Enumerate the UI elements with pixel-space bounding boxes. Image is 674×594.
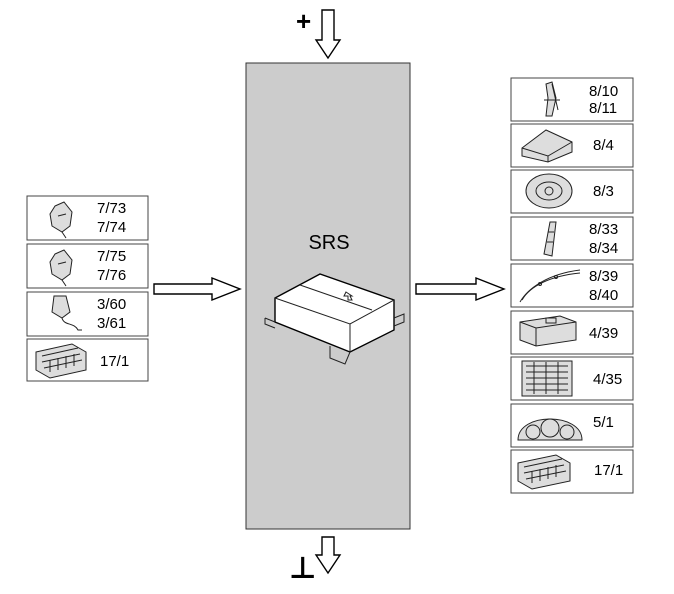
control-module-icon bbox=[519, 315, 577, 347]
seatbelt-buckle-icon bbox=[49, 249, 73, 287]
seatbelt-buckle-icon bbox=[49, 201, 73, 239]
svg-text:3/61: 3/61 bbox=[97, 315, 126, 332]
svg-text:17/1: 17/1 bbox=[594, 462, 623, 479]
output-item-9: 17/1 bbox=[510, 449, 634, 494]
output-item-5: 8/39 8/40 bbox=[510, 263, 634, 308]
instrument-cluster-icon bbox=[517, 418, 583, 441]
srs-control-unit-icon bbox=[264, 273, 405, 365]
seatbelt-buckle-switch-icon bbox=[51, 295, 82, 331]
plus-symbol: + bbox=[296, 6, 311, 36]
input-item-3: 3/60 3/61 bbox=[26, 291, 149, 337]
output-item-8: 5/1 bbox=[510, 403, 634, 448]
svg-text:3/60: 3/60 bbox=[97, 296, 126, 313]
ground-symbol: ⊥ bbox=[289, 551, 316, 586]
output-arrow bbox=[415, 276, 506, 302]
svg-text:7/75: 7/75 bbox=[97, 248, 126, 265]
svg-text:5/1: 5/1 bbox=[593, 414, 614, 431]
svg-text:8/33: 8/33 bbox=[589, 221, 618, 238]
output-item-1: 8/10 8/11 bbox=[510, 77, 634, 122]
input-item-2: 7/75 7/76 bbox=[26, 243, 149, 289]
svg-text:8/10: 8/10 bbox=[589, 83, 618, 100]
svg-text:4/35: 4/35 bbox=[593, 371, 622, 388]
power-arrow bbox=[314, 9, 342, 60]
curtain-airbag-icon bbox=[519, 269, 581, 303]
passenger-airbag-icon bbox=[521, 129, 573, 163]
input-item-1: 7/73 7/74 bbox=[26, 195, 149, 241]
belt-pretensioner-icon bbox=[544, 81, 560, 117]
output-item-4: 8/33 8/34 bbox=[510, 216, 634, 261]
output-item-6: 4/39 bbox=[510, 310, 634, 355]
svg-text:8/39: 8/39 bbox=[589, 268, 618, 285]
svg-text:8/4: 8/4 bbox=[593, 137, 614, 154]
svg-text:8/40: 8/40 bbox=[589, 287, 618, 304]
svg-text:4/39: 4/39 bbox=[589, 325, 618, 342]
output-item-7: 4/35 bbox=[510, 356, 634, 401]
svg-text:7/74: 7/74 bbox=[97, 219, 126, 236]
output-item-2: 8/4 bbox=[510, 123, 634, 168]
svg-text:17/1: 17/1 bbox=[100, 353, 129, 370]
svg-text:8/34: 8/34 bbox=[589, 240, 618, 257]
ground-arrow bbox=[314, 536, 342, 575]
side-airbag-icon bbox=[543, 221, 557, 257]
input-arrow bbox=[153, 276, 242, 302]
input-item-4: 17/1 bbox=[26, 338, 149, 382]
central-electronic-module-icon bbox=[521, 360, 573, 397]
connector-icon bbox=[517, 454, 571, 490]
svg-text:7/73: 7/73 bbox=[97, 200, 126, 217]
svg-text:8/11: 8/11 bbox=[589, 100, 617, 117]
svg-text:8/3: 8/3 bbox=[593, 183, 614, 200]
output-item-3: 8/3 bbox=[510, 169, 634, 214]
steering-wheel-airbag-icon bbox=[525, 173, 573, 209]
srs-label: SRS bbox=[308, 232, 349, 254]
connector-icon bbox=[35, 343, 87, 379]
svg-text:7/76: 7/76 bbox=[97, 267, 126, 284]
